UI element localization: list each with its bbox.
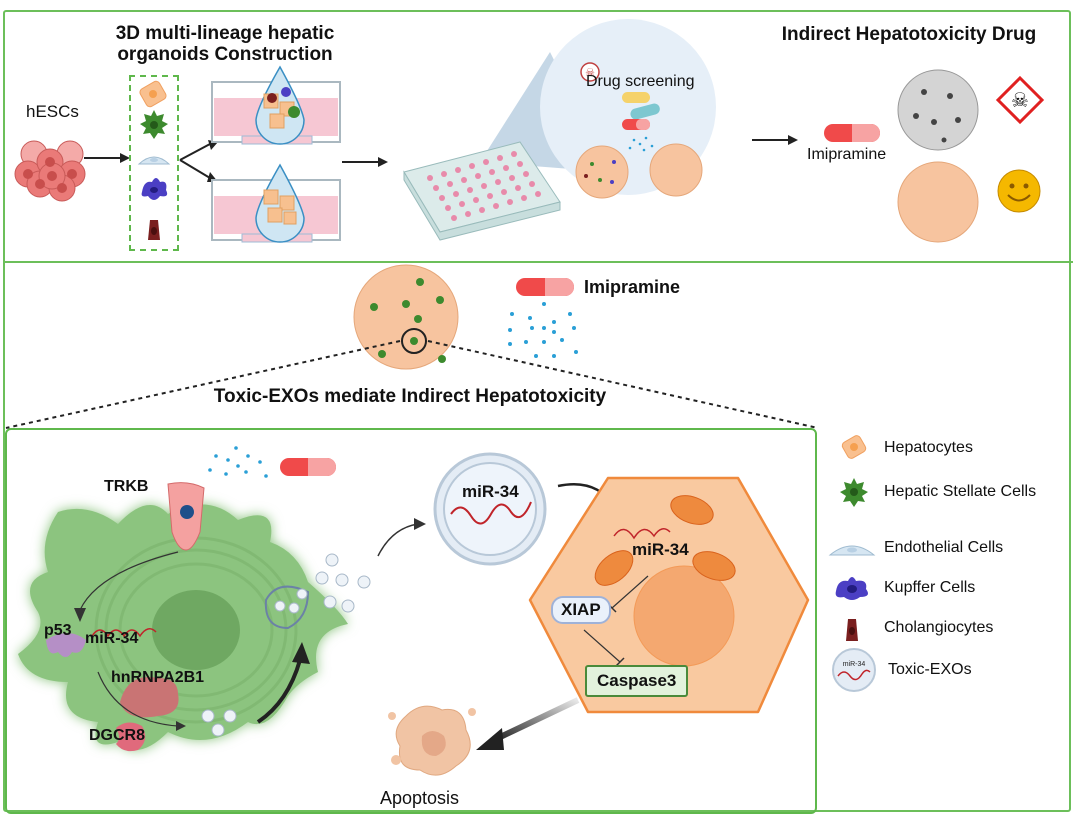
construction-title-line2: organoids Construction (117, 44, 333, 65)
legend-item-kupffer: Kupffer Cells (830, 573, 975, 603)
exosome-icon: miR-34 (832, 648, 876, 692)
coculture-organoid-icon (575, 145, 629, 199)
hesc-cluster-icon (14, 140, 86, 202)
construction-title-line1: 3D multi-lineage hepatic (115, 23, 335, 44)
kupffer-cell-icon (835, 577, 868, 600)
culture-wells (211, 65, 341, 243)
stellate-cell-icon (840, 478, 868, 507)
hnrnpa2b1-icon (120, 677, 179, 718)
drug-screening-label: Drug screening (586, 73, 695, 90)
apoptosis-label: Apoptosis (380, 788, 460, 808)
arrow-icon (752, 135, 798, 145)
legend-item-cholangiocytes: Cholangiocytes (830, 613, 993, 643)
mirna-label-cell: miR-34 (85, 630, 139, 647)
svg-text:☠: ☠ (585, 67, 595, 79)
xiap-node: XIAP (551, 596, 611, 624)
imipramine-label-middle: Imipramine (584, 277, 681, 297)
construction-title: 3D multi-lineage hepatic organoids Const… (95, 23, 355, 65)
outer-frame (3, 10, 1071, 812)
healthy-organoid-icon (897, 161, 979, 243)
legend-label: Cholangiocytes (884, 619, 994, 636)
hepatocyte-nucleus (633, 565, 735, 667)
cell-types-icons (137, 80, 171, 240)
dgcr8-icon (116, 722, 146, 752)
legend-label: Hepatocytes (884, 439, 973, 456)
svg-text:☠: ☠ (1011, 90, 1029, 112)
legend-item-endothelial: Endothelial Cells (828, 533, 1004, 563)
result-title: Indirect Hepatotoxicity Drug (781, 24, 1037, 45)
cholangiocyte-icon (148, 220, 160, 240)
kupffer-cell-icon (141, 178, 168, 200)
mitochondria-icons (594, 495, 736, 586)
cholangiocyte-icon (846, 619, 858, 641)
legend-label: Endothelial Cells (884, 539, 1004, 556)
hesc-label: hESCs (26, 102, 79, 121)
legend-label: Toxic-EXOs (888, 661, 972, 678)
zoom-callout (5, 264, 819, 429)
endothelial-cell-icon (828, 545, 876, 556)
apoptosis-arrow-icon (476, 697, 580, 750)
toxic-organoid-icon (897, 69, 979, 151)
endothelial-cell-icon (137, 156, 171, 165)
legend-item-toxic-exos: miR-34 Toxic-EXOs (830, 648, 972, 692)
imipramine-pill-icon (824, 124, 880, 142)
apoptotic-cell-icon (388, 705, 476, 776)
hepatocyte-icon (841, 435, 867, 459)
smiley-face-icon (997, 169, 1041, 213)
drug-particles-with-pill (208, 446, 336, 478)
mechanism-title: Toxic-EXOs mediate Indirect Hepatotoxici… (213, 386, 607, 407)
hepatocyte-icon (139, 80, 167, 108)
outcome-organoids (897, 69, 979, 243)
drug-particles-icon (508, 302, 578, 358)
toxic-exosome-icon (433, 452, 547, 566)
p53-icon (46, 633, 86, 657)
organoid-stellate-icon (353, 264, 459, 370)
target-mirna-label: miR-34 (632, 540, 689, 559)
caspase3-node: Caspase3 (585, 665, 689, 697)
top-panel-divider (3, 261, 1073, 263)
cell-type-box (129, 75, 179, 251)
trkb-label: TRKB (104, 478, 149, 495)
well-plate-icon (403, 141, 561, 241)
stellate-cell-diagram (18, 482, 426, 752)
trkb-receptor-icon (167, 482, 205, 551)
hnrnpa2b1-label: hnRNPA2B1 (111, 669, 205, 686)
capsule-icons (622, 92, 660, 130)
imipramine-label: Imipramine (807, 146, 887, 163)
exosome-mirna-label: miR-34 (462, 482, 519, 501)
hepatocyte-well-icon (211, 163, 341, 243)
arrow-icon (342, 157, 388, 167)
stellate-cell-icon (140, 110, 168, 139)
hepatocyte-target-cell (528, 476, 810, 714)
nucleus (152, 590, 240, 670)
mechanism-panel-frame (5, 428, 817, 814)
drug-screening-visual: ☠ (403, 19, 716, 241)
dgcr8-label: DGCR8 (89, 727, 146, 744)
legend-item-hepatocytes: Hepatocytes (830, 433, 973, 463)
mvb-icon (264, 585, 310, 630)
released-exosomes (315, 553, 371, 613)
mirna-strand-icon (91, 628, 157, 638)
legend-label: Hepatic Stellate Cells (884, 483, 1037, 500)
exosome-icon-text: miR-34 (843, 661, 866, 668)
arrow-icon (84, 153, 130, 163)
coculture-well-icon (211, 65, 341, 145)
legend-label: Kupffer Cells (884, 579, 976, 596)
skull-badge-icon: ☠ (580, 62, 600, 82)
p53-label: p53 (44, 622, 72, 639)
intracellular-exosomes (201, 709, 237, 737)
hepatocyte-organoid-icon (649, 143, 703, 197)
imipramine-pill-icon (516, 278, 574, 296)
hazard-skull-icon: ☠ (995, 75, 1045, 125)
legend-item-stellate: Hepatic Stellate Cells (830, 477, 1036, 507)
